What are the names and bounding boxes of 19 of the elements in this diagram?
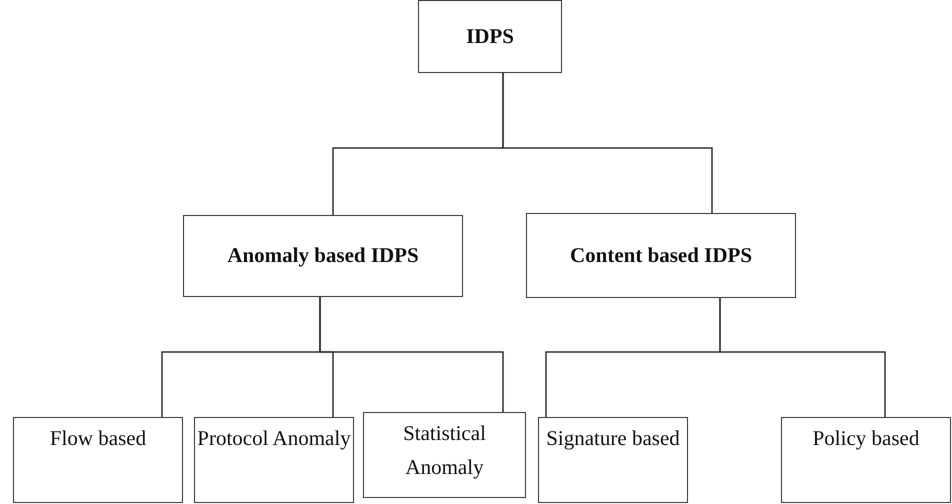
connector-line <box>719 298 886 417</box>
node-label: Anomaly based IDPS <box>227 242 419 270</box>
category-box <box>538 417 688 503</box>
node-label: Flow based <box>50 425 146 452</box>
node-label: Signature based <box>546 425 680 452</box>
category-box <box>363 412 526 498</box>
category-box <box>526 213 796 298</box>
node-label: Content based IDPS <box>570 242 752 269</box>
category-box <box>183 215 463 297</box>
category-box <box>418 0 562 73</box>
node-label: IDPS <box>466 22 514 50</box>
category-box <box>13 417 183 503</box>
category-box <box>781 417 951 503</box>
category-box <box>194 417 354 503</box>
node-label: Policy based <box>812 425 920 452</box>
node-label: Statistical Anomaly <box>402 420 487 481</box>
connector-line <box>502 73 713 213</box>
node-label: Protocol Anomaly <box>197 425 351 452</box>
connector-line <box>319 297 504 412</box>
